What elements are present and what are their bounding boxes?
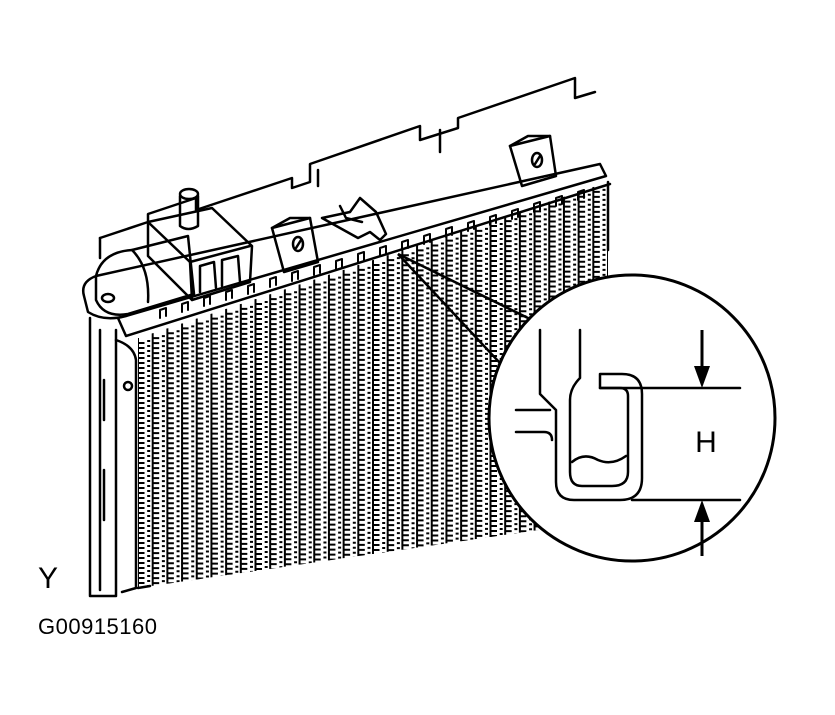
center-clip xyxy=(320,196,388,242)
rear-tank-outline xyxy=(98,76,597,260)
header-tabs xyxy=(159,189,585,319)
tank-wall-section xyxy=(538,328,644,502)
gasket-section xyxy=(570,454,628,464)
mounting-bracket-right xyxy=(508,134,558,188)
mounting-bracket-left xyxy=(270,216,320,274)
magnifier-leader xyxy=(397,252,533,379)
figure-code: G00915160 xyxy=(38,614,158,639)
magnified-detail: H xyxy=(487,273,777,563)
dimension-arrows xyxy=(694,330,710,556)
filler-neck xyxy=(94,234,196,316)
view-letter: Y xyxy=(38,562,59,595)
side-tank xyxy=(88,316,138,598)
header-plate xyxy=(82,162,612,338)
outlet-housing xyxy=(146,187,254,302)
dimension-label: H xyxy=(695,426,717,459)
plate-section xyxy=(514,408,554,442)
